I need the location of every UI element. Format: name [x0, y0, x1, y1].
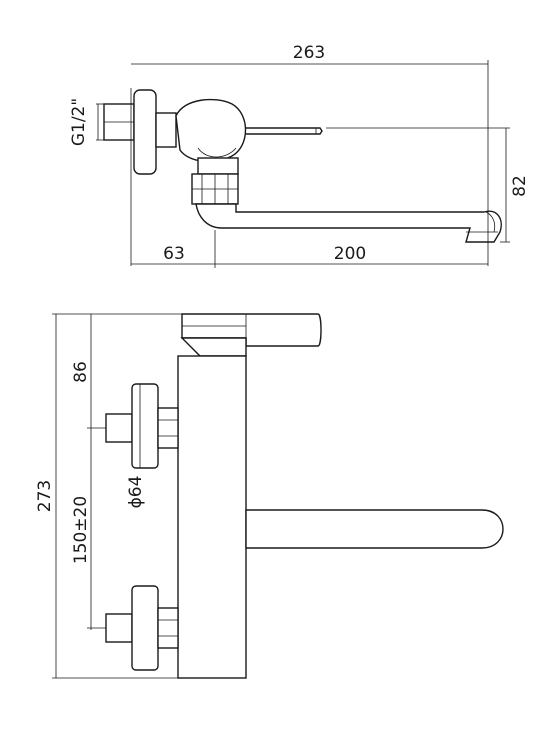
collar	[197, 157, 239, 175]
front-view: 273 86 150±20 ϕ64	[35, 313, 504, 679]
dim-height: 82	[510, 175, 530, 197]
mixer-body	[177, 355, 247, 679]
handle-base	[180, 337, 247, 357]
dim-thread: G1/2"	[69, 98, 89, 146]
wall-flange	[133, 89, 157, 175]
upper-nut	[157, 407, 179, 449]
top-view: 263 82 G1/2" 63 200	[69, 43, 530, 268]
dim-inlet-spacing: 150±20	[71, 496, 91, 564]
connector	[155, 112, 177, 148]
dim-spout-length: 200	[334, 244, 366, 264]
front-spout	[245, 509, 504, 549]
dim-flange-diameter: ϕ64	[126, 476, 146, 509]
upper-inlet	[105, 383, 179, 469]
dim-wall-offset: 63	[163, 244, 185, 264]
lower-inlet-pipe	[105, 613, 133, 643]
lower-inlet	[105, 585, 179, 671]
spout	[195, 203, 502, 243]
dim-overall-height: 273	[35, 480, 55, 512]
lower-nut	[157, 607, 179, 649]
dim-overall-width: 263	[293, 43, 325, 63]
valve-body	[175, 98, 247, 163]
dim-handle-height: 86	[71, 361, 91, 383]
upper-inlet-pipe	[105, 413, 133, 443]
lower-flange	[131, 585, 159, 671]
upper-flange	[131, 383, 159, 469]
